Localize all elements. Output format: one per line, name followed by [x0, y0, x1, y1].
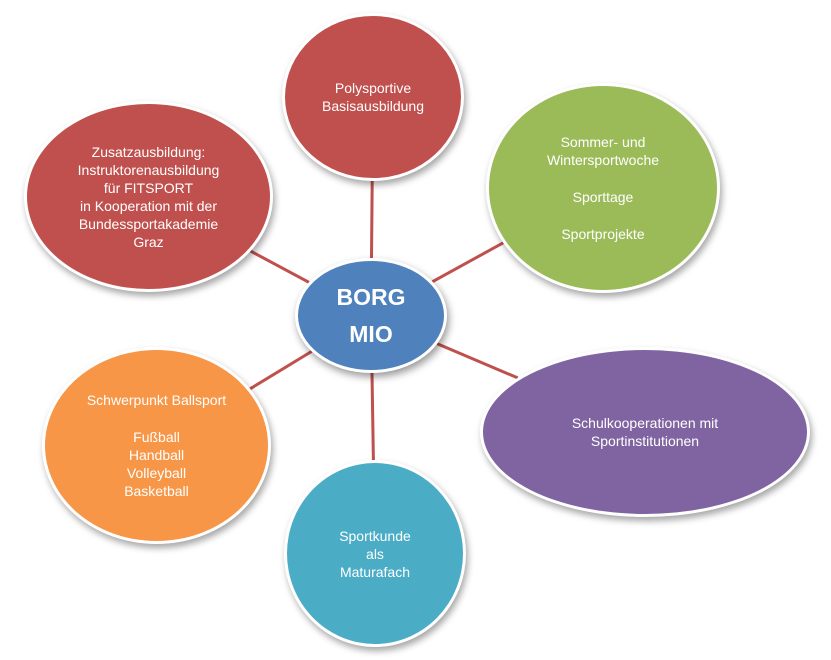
connector-sportkunde — [370, 372, 375, 461]
node-schwerpunkt-ballsport-line: Schwerpunkt Ballsport — [86, 392, 227, 408]
center-node-text: BORG MIO — [337, 284, 406, 348]
connector-sommer-winter — [431, 241, 504, 284]
node-sportkunde-maturafach-line: Maturafach — [339, 563, 411, 580]
node-zusatzausbildung-line: Instruktorenausbildung — [77, 161, 220, 178]
node-zusatzausbildung-line: Zusatzausbildung: — [91, 143, 206, 160]
node-zusatzausbildung-line: für FITSPORT — [103, 179, 194, 196]
center-node-borg-mio: BORG MIO — [295, 258, 447, 373]
node-schulkooperationen-line: Sportinstitutionen — [590, 433, 700, 449]
connector-zusatzausbildung — [249, 249, 310, 284]
center-node-line: BORG — [336, 283, 406, 310]
node-schulkooperationen-line: Schulkooperationen mit — [571, 415, 719, 431]
node-schwerpunkt-ballsport-line: Basketball — [124, 483, 189, 499]
node-sommer-winter-sportwoche-line: Sommer- und — [560, 134, 646, 150]
node-sommer-winter-sportwoche-line: Wintersportwoche — [546, 152, 660, 168]
node-sommer-winter-sportwoche-line: Sportprojekte — [561, 226, 645, 242]
node-polysportive-basisausbildung-line: Polysportive — [334, 80, 412, 96]
node-polysportive-basisausbildung-line: Basisausbildung — [322, 98, 424, 114]
node-sommer-winter-sportwoche-line: Sporttage — [572, 189, 634, 205]
node-sportkunde-maturafach-line: Sportkunde — [339, 527, 411, 544]
center-node-line: MIO — [349, 320, 393, 347]
node-zusatzausbildung-line: Bundessportakademie — [78, 215, 219, 232]
connector-ballsport — [249, 350, 313, 391]
node-sportkunde-maturafach-line: als — [366, 545, 384, 562]
node-schwerpunkt-ballsport-line: Handball — [128, 447, 185, 463]
node-zusatzausbildung-line: in Kooperation mit der — [80, 197, 217, 214]
node-zusatzausbildung-line: Graz — [133, 233, 164, 250]
node-schwerpunkt-ballsport-line: Fußball — [133, 429, 180, 445]
node-schwerpunkt-ballsport-line: Volleyball — [126, 465, 187, 481]
connector-schulkooperationen — [436, 342, 519, 380]
connector-polysportive — [370, 180, 374, 259]
